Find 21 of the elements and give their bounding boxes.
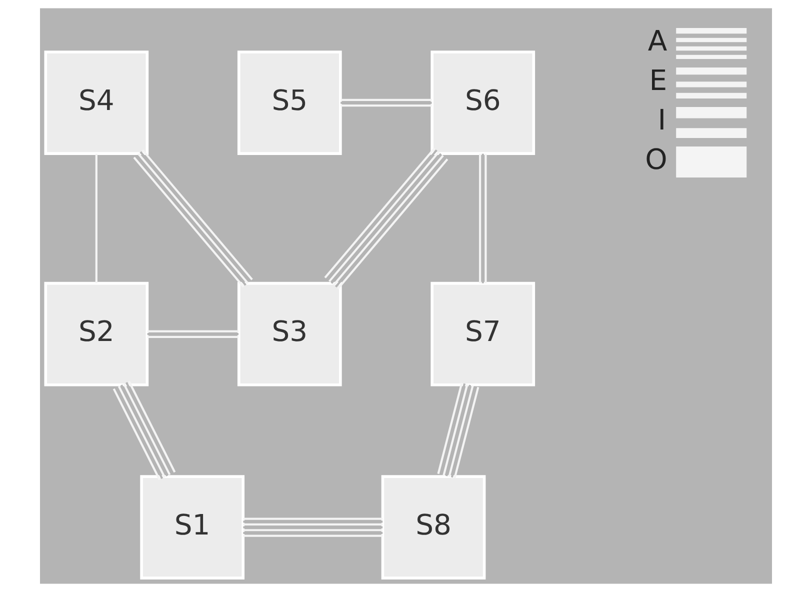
connector	[324, 148, 448, 290]
connector	[94, 154, 97, 284]
legend-label: E	[648, 64, 667, 98]
connector	[340, 98, 432, 107]
connector	[112, 380, 176, 480]
node-box: S6	[430, 50, 535, 155]
legend-label: A	[647, 24, 667, 58]
node-box: S7	[430, 282, 535, 386]
node-box: S4	[44, 50, 148, 155]
legend-label: I	[657, 104, 666, 137]
node-box: S2	[44, 282, 148, 386]
legend-label: O	[644, 143, 667, 176]
connector	[146, 330, 238, 338]
node-box: S3	[236, 282, 342, 386]
connector	[242, 518, 382, 537]
node-box: S1	[140, 475, 244, 580]
connector	[132, 149, 252, 288]
node-box: S5	[236, 50, 342, 155]
node-box: S8	[380, 475, 486, 580]
connector	[436, 382, 479, 478]
connector	[478, 154, 486, 284]
